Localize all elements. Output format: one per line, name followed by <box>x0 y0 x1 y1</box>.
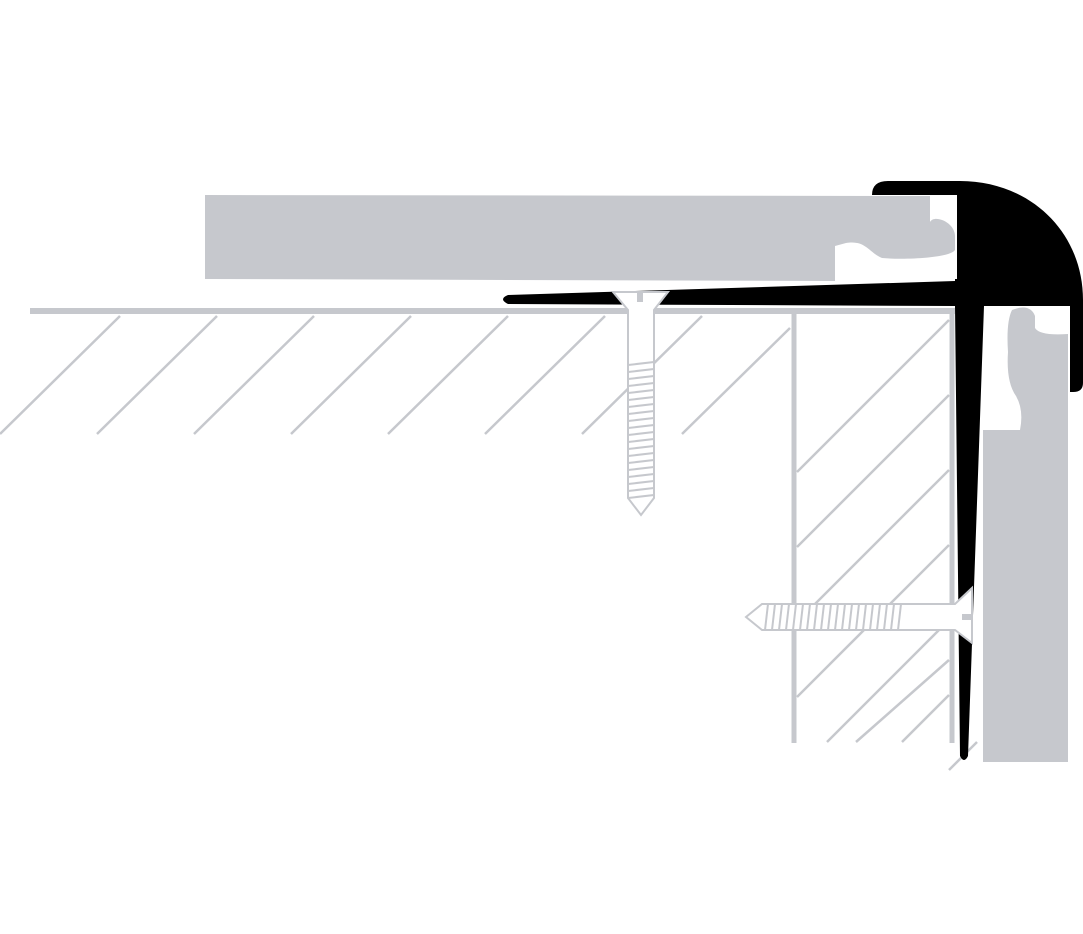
screw-thread <box>627 382 655 387</box>
screw-thread <box>627 473 655 478</box>
screw-vertical <box>610 291 671 517</box>
screw-thread <box>627 417 655 422</box>
screw-thread <box>627 403 655 408</box>
screw-thread <box>820 603 825 631</box>
screw-thread <box>869 603 874 631</box>
screw-thread <box>627 494 655 499</box>
screw-thread <box>855 603 860 631</box>
screw-thread <box>627 410 655 415</box>
screw-thread <box>627 368 655 373</box>
screw-thread <box>627 431 655 436</box>
screw-thread <box>785 603 790 631</box>
hatch-line <box>826 619 950 743</box>
screw-thread <box>890 603 895 631</box>
screw-thread <box>862 603 867 631</box>
screw-thread <box>841 603 846 631</box>
nosing-profile <box>503 181 1083 760</box>
screw-horizontal <box>744 585 973 646</box>
tread-plank <box>205 195 955 281</box>
screw-thread <box>627 466 655 471</box>
screw-thread <box>627 389 655 394</box>
hatch-line <box>796 394 950 548</box>
screw-thread <box>897 603 902 631</box>
hatch-line <box>193 315 315 435</box>
hatch-line <box>387 315 509 435</box>
screw-thread <box>627 459 655 464</box>
hatch-line <box>855 659 950 743</box>
screw-thread <box>799 603 804 631</box>
hatch-line <box>0 315 121 435</box>
screw-thread <box>627 487 655 492</box>
screw-thread <box>627 396 655 401</box>
screw-thread <box>771 603 776 631</box>
screw-thread <box>813 603 818 631</box>
screw-thread <box>627 438 655 443</box>
screw-thread <box>627 375 655 380</box>
screw-thread <box>627 452 655 457</box>
screw-thread <box>834 603 839 631</box>
screw-thread <box>627 361 655 366</box>
screw-thread <box>627 424 655 429</box>
hatch-line <box>796 469 950 623</box>
screw-thread <box>778 603 783 631</box>
hatch-line <box>796 319 950 473</box>
hatch-line <box>681 327 791 435</box>
hatch-line <box>901 694 950 743</box>
riser-plank <box>983 307 1068 762</box>
screw-thread <box>883 603 888 631</box>
screw-thread <box>627 445 655 450</box>
screw-thread <box>792 603 797 631</box>
screw-thread <box>848 603 853 631</box>
substrate-hatching <box>0 315 978 771</box>
hatch-line <box>290 315 412 435</box>
screw-thread <box>876 603 881 631</box>
hatch-line <box>96 315 218 435</box>
screw-thread <box>806 603 811 631</box>
screw-thread <box>827 603 832 631</box>
screw-thread <box>764 603 769 631</box>
screw-thread <box>627 480 655 485</box>
hatch-line <box>484 315 606 435</box>
